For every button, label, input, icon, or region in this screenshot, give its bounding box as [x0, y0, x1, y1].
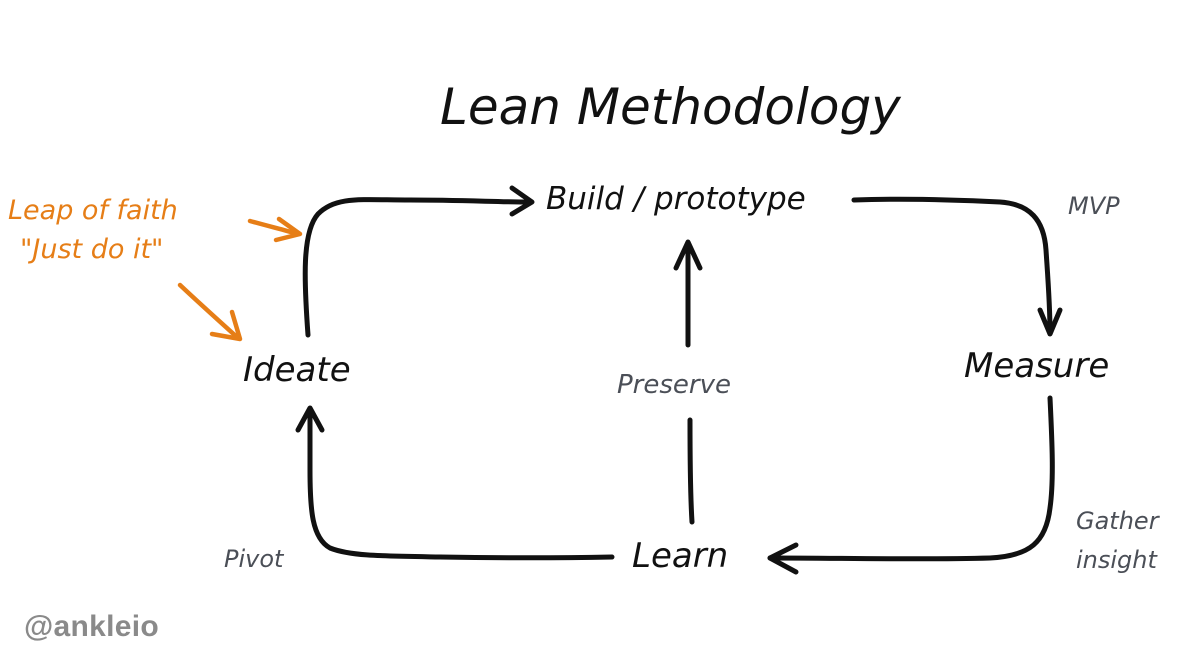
node-learn: Learn [632, 536, 728, 576]
orange-arrowhead-2 [209, 309, 243, 342]
node-ideate: Ideate [243, 350, 351, 390]
edge-ideate-to-build [302, 197, 533, 338]
edge-learn-to-preserve [687, 417, 695, 525]
edge-learn-to-ideate [307, 407, 615, 561]
edge-build-to-measure [851, 196, 1053, 335]
edge-label-pivot: Pivot [224, 545, 285, 573]
edge-label-mvp: MVP [1068, 192, 1120, 220]
edge-label-gather-line1: Gather [1076, 507, 1161, 535]
author-handle: @ankleio [24, 610, 160, 643]
orange-arrow-to-build-edge [247, 218, 301, 237]
edge-measure-to-learn [767, 395, 1055, 562]
orange-arrowhead-1 [273, 216, 303, 243]
note-just-do-it: "Just do it" [20, 234, 163, 265]
edge-label-gather-line2: insight [1076, 546, 1158, 574]
node-build: Build / prototype [546, 181, 806, 217]
edge-label-preserve: Preserve [617, 370, 731, 400]
arrowhead-learn-in [767, 542, 799, 575]
orange-arrow-to-ideate [177, 282, 241, 341]
arrowhead-build-from-preserve [673, 239, 703, 271]
node-measure: Measure [964, 346, 1109, 386]
arrowhead-build-in [509, 185, 535, 217]
arrowhead-ideate-in [295, 405, 325, 433]
note-leap-of-faith: Leap of faith [8, 195, 178, 226]
diagram-title: Lean Methodology [440, 78, 902, 136]
arrowhead-measure-in [1037, 307, 1063, 337]
